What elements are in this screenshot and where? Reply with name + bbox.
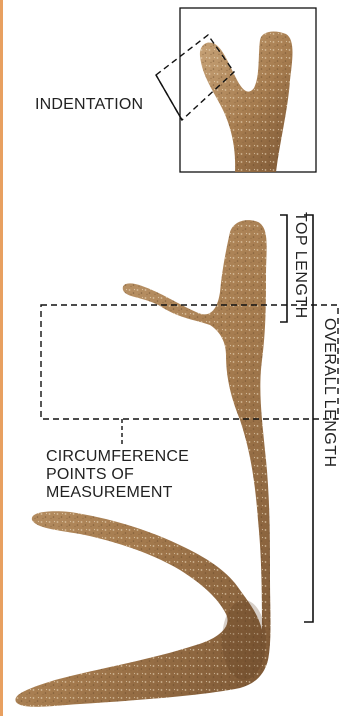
circumference-dashed-box bbox=[41, 305, 338, 419]
points-of-label: POINTS OF bbox=[46, 466, 134, 484]
measurement-label: MEASUREMENT bbox=[46, 484, 173, 502]
indentation-edge bbox=[156, 75, 182, 120]
top-length-label: TOP LENGTH bbox=[291, 212, 309, 319]
circumference-label: CIRCUMFERENCE bbox=[46, 448, 189, 466]
overall-length-label: OVERALL LENGTH bbox=[320, 318, 338, 468]
page-edge-accent bbox=[0, 0, 3, 716]
inset-antler-tip bbox=[200, 32, 293, 172]
indentation-label: INDENTATION bbox=[35, 96, 143, 114]
top-length-bracket bbox=[280, 215, 287, 322]
inset-tine-detail bbox=[156, 8, 316, 172]
